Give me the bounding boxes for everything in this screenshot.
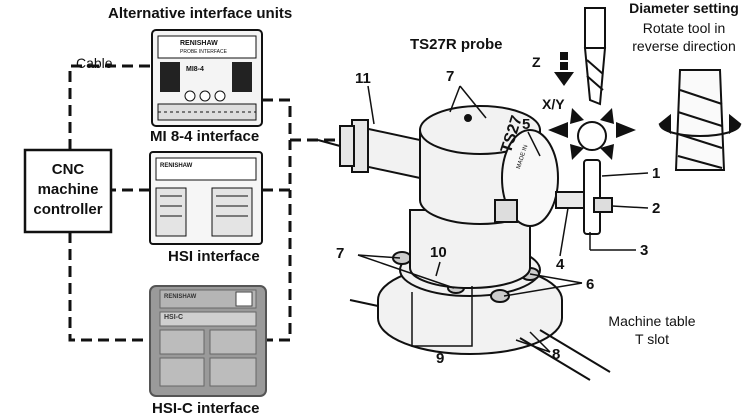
alt-units-heading: Alternative interface units bbox=[108, 5, 293, 22]
machine-table-line2: T slot bbox=[635, 331, 669, 347]
mi84-model: MI8-4 bbox=[186, 66, 204, 73]
dashed-cables bbox=[68, 64, 340, 342]
cnc-line2: machine bbox=[37, 181, 99, 198]
callout-10: 10 bbox=[430, 244, 447, 261]
hsic-unit-drawing bbox=[149, 285, 267, 397]
axis-z-label: Z bbox=[532, 54, 541, 70]
axis-xy-label: X/Y bbox=[542, 96, 565, 112]
callout-4: 4 bbox=[556, 256, 565, 273]
callout-8: 8 bbox=[552, 346, 561, 363]
cnc-line1: CNC bbox=[51, 161, 85, 178]
cable-label: Cable bbox=[76, 55, 113, 71]
cnc-line3: controller bbox=[33, 201, 103, 218]
diameter-tool-drawing bbox=[658, 69, 742, 171]
callout-leaders bbox=[357, 85, 649, 353]
hsi-brand: RENISHAW bbox=[160, 163, 193, 169]
hsic-brand: RENISHAW bbox=[164, 294, 197, 300]
callout-6: 6 bbox=[586, 276, 595, 293]
hsi-unit-drawing bbox=[149, 151, 263, 245]
callout-1: 1 bbox=[652, 165, 661, 182]
callout-11: 11 bbox=[355, 70, 371, 87]
mi84-sub: PROBE INTERFACE bbox=[180, 49, 227, 55]
tool-drill-drawing bbox=[583, 7, 607, 106]
axis-arrows bbox=[548, 52, 636, 160]
mi84-interface-label: MI 8-4 interface bbox=[150, 128, 260, 145]
callout-3: 3 bbox=[640, 242, 649, 259]
machine-table-line1: Machine table bbox=[608, 313, 696, 329]
callout-7-top: 7 bbox=[446, 68, 455, 85]
hsic-model: HSI-C bbox=[164, 314, 184, 321]
callout-5: 5 bbox=[522, 116, 531, 133]
probe-heading: TS27R probe bbox=[410, 36, 503, 53]
mi84-unit-drawing bbox=[151, 29, 263, 127]
hsic-interface-label: HSI-C interface bbox=[152, 400, 260, 417]
callout-7-left: 7 bbox=[336, 245, 345, 262]
callout-9: 9 bbox=[436, 350, 445, 367]
diameter-line1: Rotate tool in bbox=[642, 20, 726, 36]
cnc-controller-label: CNC machine controller bbox=[25, 160, 111, 220]
diameter-title: Diameter setting bbox=[629, 0, 739, 16]
mi84-brand: RENISHAW bbox=[180, 40, 218, 47]
cnc-controller-box bbox=[23, 148, 113, 234]
callout-2: 2 bbox=[652, 200, 661, 217]
hsi-interface-label: HSI interface bbox=[168, 248, 260, 265]
ts27r-probe-drawing bbox=[317, 105, 613, 381]
diameter-line2: reverse direction bbox=[632, 38, 736, 54]
